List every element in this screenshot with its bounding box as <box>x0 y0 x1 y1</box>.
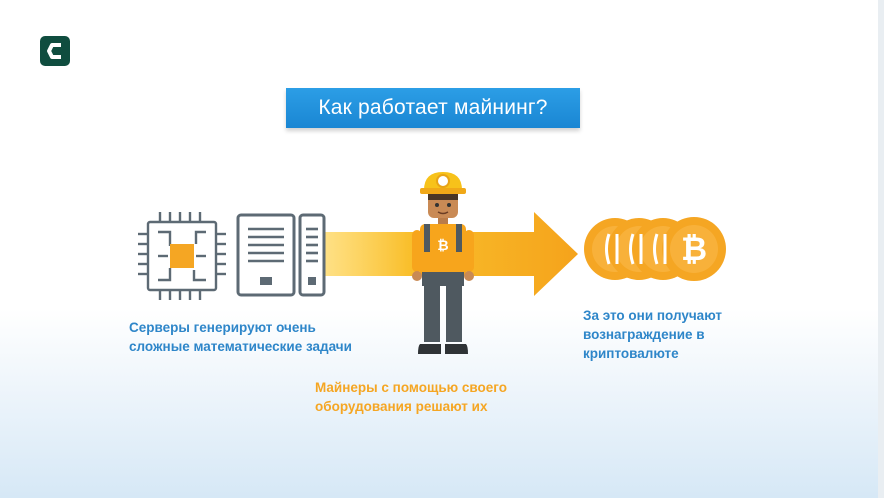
frame-edge <box>878 0 884 498</box>
logo-icon <box>40 36 70 66</box>
server-rack-icon <box>236 213 326 297</box>
bitcoin-coins-icon: ₿ <box>584 217 726 281</box>
processor-chip-icon <box>138 212 226 300</box>
caption-servers: Серверы генерируют очень сложные математ… <box>129 320 352 354</box>
caption-reward: За это они получают вознаграждение в кри… <box>583 308 722 361</box>
bitcoin-icon: ₿ <box>437 238 448 254</box>
svg-text:₿: ₿ <box>681 230 707 268</box>
miner-figure: ₿ <box>412 172 474 354</box>
title-banner: Как работает майнинг? <box>280 88 586 132</box>
slide-title: Как работает майнинг? <box>318 96 548 119</box>
caption-miners: Майнеры с помощью своего оборудования ре… <box>315 380 507 414</box>
